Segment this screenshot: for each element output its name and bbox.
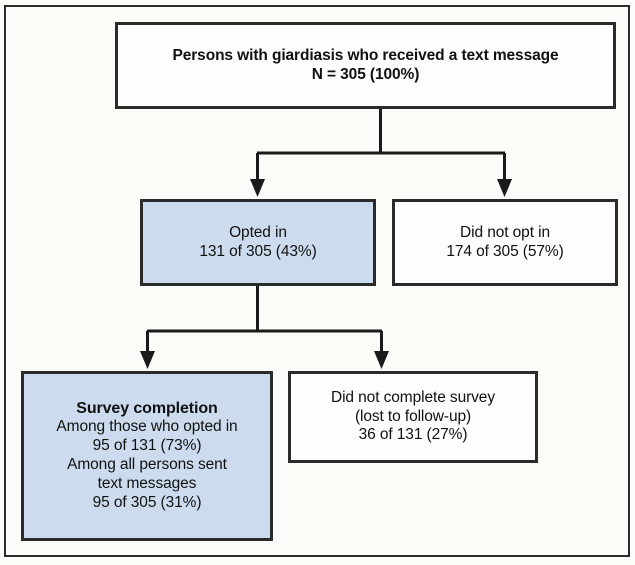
node-did-not-opt-in-line-1: Did not opt in [460, 223, 550, 241]
node-survey-line-4: Among all persons sent [67, 456, 227, 474]
node-survey-line-2: Among those who opted in [56, 418, 238, 436]
node-survey-completion: Survey completion Among those who opted … [21, 371, 273, 541]
node-persons-received-text-message: Persons with giardiasis who received a t… [115, 22, 616, 109]
node-did-not-complete-survey: Did not complete survey (lost to follow-… [288, 371, 538, 463]
node-did-not-opt-in-line-2: 174 of 305 (57%) [446, 242, 564, 260]
node-top-line-1: Persons with giardiasis who received a t… [172, 46, 559, 64]
node-survey-line-3: 95 of 131 (73%) [92, 437, 202, 455]
node-top-line-2: N = 305 (100%) [311, 65, 420, 83]
node-survey-title: Survey completion [76, 399, 218, 417]
node-did-not-complete-line-1: Did not complete survey [331, 388, 495, 406]
node-opted-in-line-1: Opted in [229, 223, 287, 241]
node-opted-in-line-2: 131 of 305 (43%) [199, 242, 317, 260]
node-opted-in: Opted in 131 of 305 (43%) [140, 199, 376, 286]
node-did-not-complete-line-3: 36 of 131 (27%) [358, 426, 468, 444]
node-survey-line-6: 95 of 305 (31%) [92, 494, 202, 512]
node-survey-line-5: text messages [97, 475, 197, 493]
node-did-not-complete-line-2: (lost to follow-up) [354, 407, 472, 425]
node-did-not-opt-in: Did not opt in 174 of 305 (57%) [392, 199, 618, 286]
